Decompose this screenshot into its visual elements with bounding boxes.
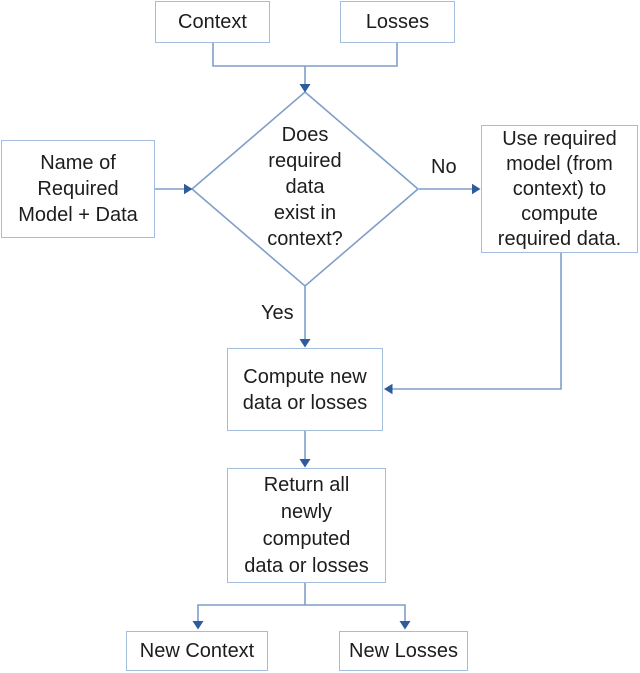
- arrowhead-into-diamond-left: [184, 183, 193, 195]
- arrowheads: [184, 84, 481, 630]
- merge-connector-line: [212, 43, 398, 85]
- return-split-line: [197, 583, 406, 622]
- name-model-data-node: Name of Required Model + Data: [1, 140, 155, 238]
- usemodel-to-compute-line: [392, 253, 562, 390]
- arrowhead-into-newcontext: [192, 621, 204, 630]
- new-losses-node: New Losses: [339, 631, 468, 671]
- use-model-node: Use required model (from context) to com…: [481, 125, 638, 253]
- arrowhead-into-return: [299, 459, 311, 468]
- return-node: Return all newly computed data or losses: [227, 468, 386, 583]
- no-edge-label: No: [431, 156, 457, 178]
- losses-node: Losses: [340, 1, 455, 43]
- arrowhead-into-compute-top: [299, 339, 311, 348]
- connector-lines: [155, 43, 562, 622]
- new-context-node: New Context: [126, 631, 268, 671]
- yes-edge-label: Yes: [261, 302, 294, 324]
- arrowhead-into-compute-right: [384, 383, 393, 395]
- arrowhead-into-diamond-top: [299, 84, 311, 93]
- context-node: Context: [155, 1, 270, 43]
- compute-node: Compute new data or losses: [227, 348, 383, 431]
- arrowhead-into-usemodel: [472, 183, 481, 195]
- arrowhead-into-newlosses: [399, 621, 411, 630]
- decision-node-text: Does required data exist in context?: [267, 124, 343, 250]
